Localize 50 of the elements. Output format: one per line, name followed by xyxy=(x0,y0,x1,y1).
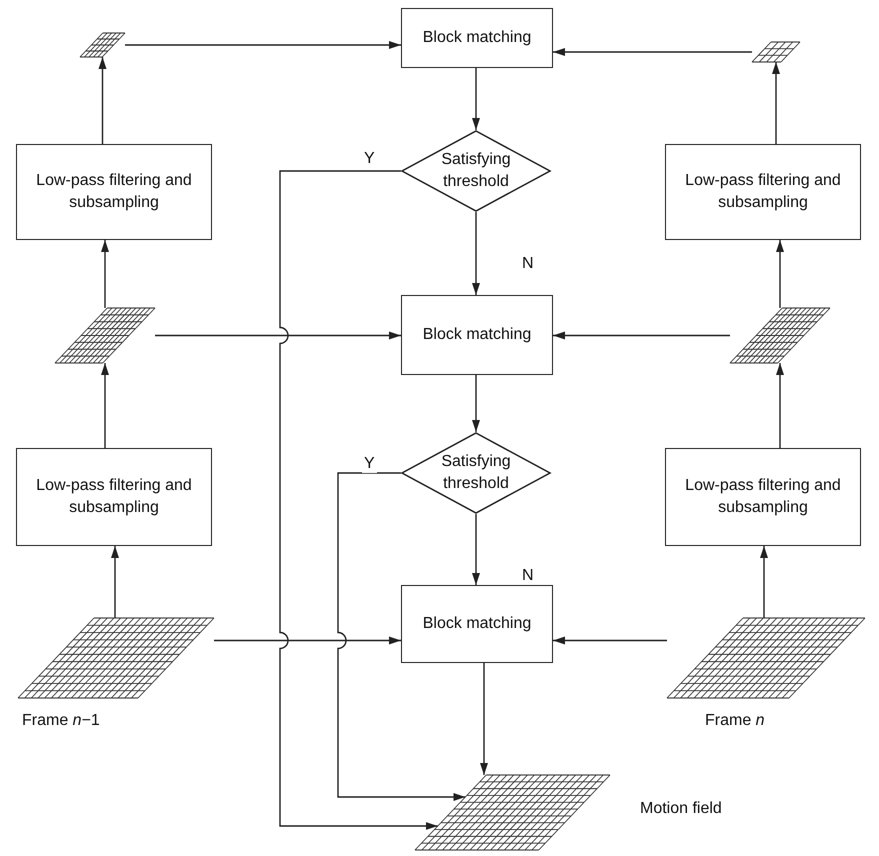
arrow xyxy=(101,240,109,308)
arrow xyxy=(472,212,480,295)
arrow xyxy=(776,363,784,448)
arrow xyxy=(337,472,466,801)
arrow xyxy=(480,663,488,775)
arrow xyxy=(472,375,480,432)
grid-drawing xyxy=(667,618,865,698)
grid-drawing xyxy=(752,42,800,62)
process-box xyxy=(16,144,212,240)
grid-drawing xyxy=(730,308,830,363)
process-box xyxy=(401,585,553,663)
node-label: Low-pass filtering and subsampling xyxy=(684,171,842,213)
arrow xyxy=(155,332,401,340)
node-label: Block matching xyxy=(422,325,532,346)
arrow xyxy=(553,332,730,340)
arrow xyxy=(279,170,438,830)
node-label: Low-pass filtering and subsampling xyxy=(684,476,842,518)
decision-diamond xyxy=(401,130,551,212)
process-box xyxy=(665,448,861,546)
arrow xyxy=(125,41,401,49)
arrow xyxy=(553,636,667,644)
arrow xyxy=(772,62,780,144)
node-label: Satisfying threshold xyxy=(440,452,512,494)
grid-drawing xyxy=(415,775,610,850)
arrow xyxy=(472,514,480,585)
grid-drawing xyxy=(80,33,125,57)
arrow xyxy=(111,546,119,618)
node-label: Low-pass filtering and subsampling xyxy=(35,171,193,213)
arrow xyxy=(776,240,784,308)
grid-caption: Motion field xyxy=(640,800,722,818)
arrow xyxy=(760,546,768,618)
arrow xyxy=(472,68,480,130)
node-label: Satisfying threshold xyxy=(440,150,512,192)
grid-caption: Frame n xyxy=(705,712,765,730)
decision-diamond xyxy=(401,432,551,514)
grid-caption: Frame n−1 xyxy=(22,712,100,730)
edge-label: Y xyxy=(362,455,377,473)
process-box xyxy=(665,144,861,240)
process-box xyxy=(16,448,212,546)
arrow xyxy=(553,48,752,56)
grid-drawing xyxy=(18,618,214,698)
arrow xyxy=(214,636,401,644)
process-box xyxy=(401,8,553,68)
arrow xyxy=(98,57,106,144)
grid-drawing xyxy=(55,308,155,363)
node-label: Block matching xyxy=(422,614,532,634)
process-box xyxy=(401,295,553,375)
arrow xyxy=(101,363,109,448)
node-label: Block matching xyxy=(422,28,532,48)
node-label: Low-pass filtering and subsampling xyxy=(35,476,193,518)
